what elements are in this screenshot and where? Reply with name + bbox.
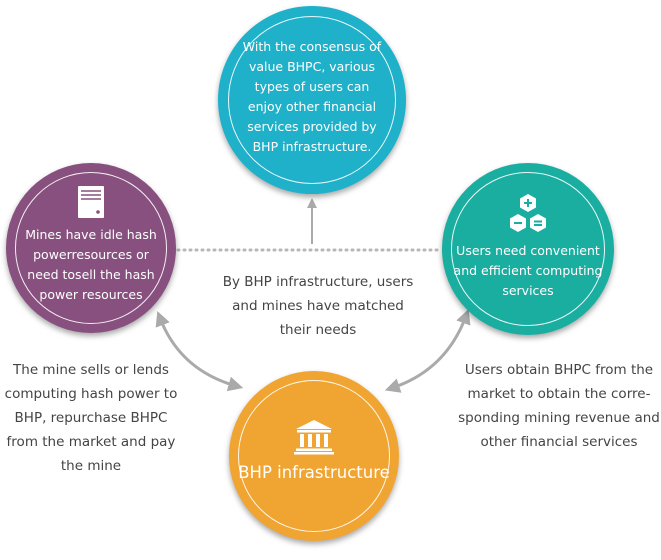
- right-circle-text: Users need convenient and efficient comp…: [453, 243, 603, 298]
- top-circle-ring: [228, 16, 396, 184]
- left-circle-text: Mines have idle hash powerresources or n…: [25, 227, 157, 302]
- right-circle: Users need convenient and efficient comp…: [442, 163, 614, 335]
- right-circle-ring: [451, 172, 605, 326]
- right-caption: Users obtain BHPC from the market to obt…: [458, 362, 660, 450]
- bank-building-icon: [294, 420, 334, 455]
- bottom-circle-text: BHP infrastructure: [238, 463, 390, 482]
- bottom-circle-ring: [238, 380, 390, 532]
- top-circle: With the consensus of value BHPC, variou…: [218, 6, 406, 194]
- bottom-circle: BHP infrastructure: [229, 371, 399, 541]
- center-caption: By BHP infrastructure, users and mines h…: [222, 274, 414, 338]
- right-curved-arrow: [384, 308, 471, 393]
- server-icon: [78, 186, 104, 218]
- left-circle: Mines have idle hash powerresources or n…: [6, 163, 176, 333]
- left-curved-arrow: [155, 311, 244, 392]
- top-circle-text: With the consensus of value BHPC, variou…: [242, 39, 382, 154]
- left-caption: The mine sells or lends computing hash p…: [4, 362, 178, 474]
- plus-minus-equals-icon: [510, 194, 546, 232]
- left-circle-ring: [15, 172, 167, 324]
